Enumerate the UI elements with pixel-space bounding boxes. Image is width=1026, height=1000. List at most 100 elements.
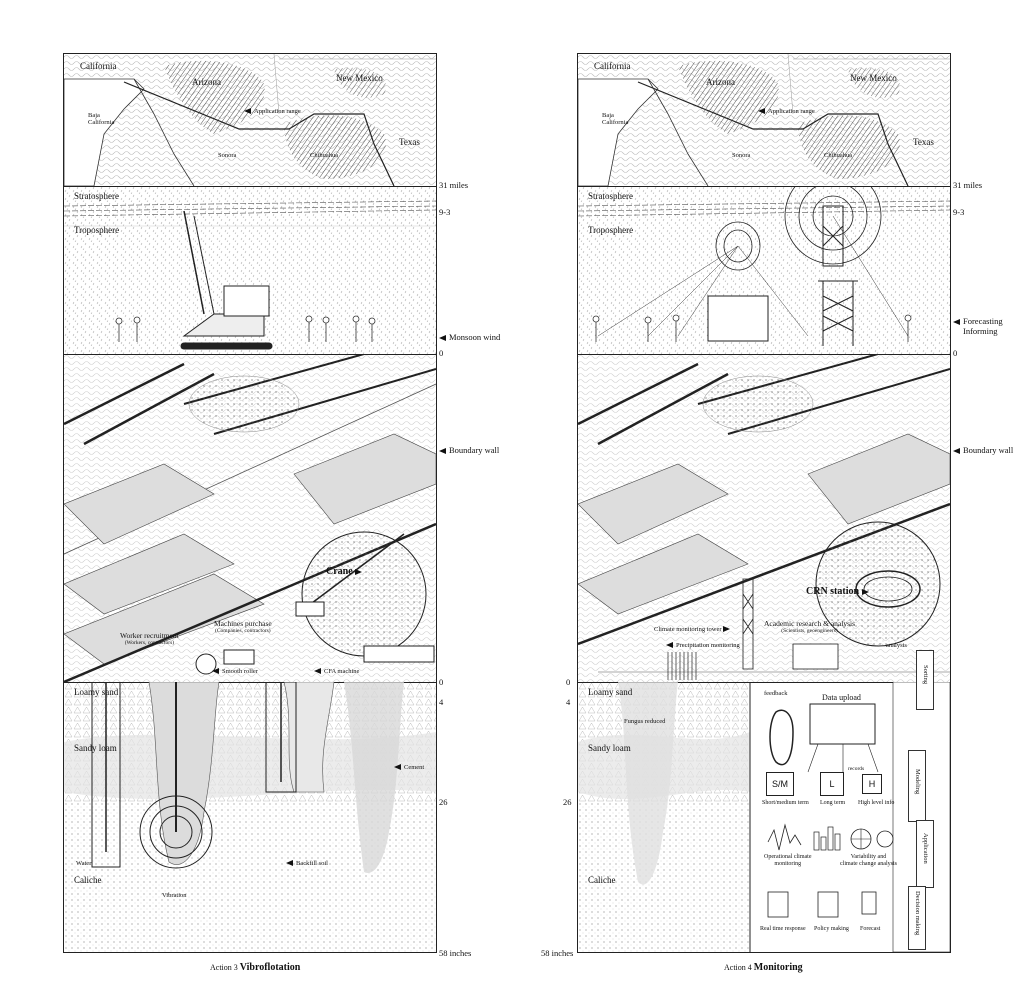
map-label-texas: Texas [399, 137, 420, 147]
arrow-icon [666, 642, 673, 648]
right-atmosphere-drawing [578, 186, 950, 354]
real-time-label: Real time response [760, 926, 806, 932]
map-label-arizona: Arizona [192, 77, 221, 87]
smooth-roller-label: Smooth roller [212, 668, 258, 675]
right-city-drawing [578, 354, 950, 682]
loamy-sand-label: Loamy sand [74, 687, 119, 697]
academic-label: Academic research & analysis(Scientists,… [764, 619, 855, 635]
left-caption: Action 3 Vibroflotation [210, 962, 301, 973]
map-label-new-mexico: New Mexico [336, 73, 383, 83]
feedback-label: feedback [764, 690, 788, 697]
right-map-label-baja: Baja California [602, 112, 629, 127]
right-scale-26: 26 [563, 797, 572, 807]
right-application-range-label: Application range [758, 108, 815, 115]
right-map-band: California Arizona New Mexico Baja Calif… [578, 54, 950, 187]
vibration-label: Vibration [162, 892, 187, 899]
decision-label: Decision making [914, 891, 921, 936]
left-scale-zero-top: 0 [439, 348, 444, 358]
crane-label: Crane [326, 566, 365, 577]
right-soil-band: Loamy sand Sandy loam Caliche Fungus red… [578, 682, 950, 952]
left-scale-26: 26 [439, 797, 448, 807]
left-panel: California Arizona New Mexico Baja Calif… [63, 53, 437, 953]
map-label-chihuahua: Chihuahua [310, 152, 339, 159]
records-label: records [848, 766, 865, 772]
right-scale-9-3: 9-3 [953, 207, 965, 217]
right-caption: Action 4 Monitoring [724, 962, 803, 973]
fungus-reduced-label: Fungus reduced [624, 718, 666, 725]
right-map-label-sonora: Sonora [732, 152, 751, 159]
left-scale-9-3: 9-3 [439, 207, 451, 217]
operational-label: Operational climate monitoring [764, 854, 812, 867]
sorting-stage: Sorting [916, 650, 934, 710]
left-scale-31-miles: 31 miles [439, 180, 469, 190]
climate-tower-label: Climate monitoring tower [654, 626, 733, 633]
arrow-icon [439, 335, 446, 341]
variability-label: Variability and climate change analysis [840, 854, 897, 867]
right-scale-58-inches: 58 inches [541, 948, 574, 958]
sandy-loam-label: Sandy loam [74, 743, 117, 753]
right-scale-zero-top: 0 [953, 348, 958, 358]
right-scale-zero-bottom: 0 [566, 677, 571, 687]
soil-band: Loamy sand Sandy loam Caliche Cement Wat… [64, 682, 436, 952]
machines-purchase-label: Machines purchase(Companies, contractors… [214, 619, 272, 635]
modeling-stage: Modeling [908, 750, 926, 822]
precip-monitoring-label: Precipitation monitoring [666, 642, 740, 649]
right-map-label-texas: Texas [913, 137, 934, 147]
right-city-band: CRN station Climate monitoring tower Pre… [578, 354, 950, 683]
left-scale-58-inches: 58 inches [439, 948, 472, 958]
decision-stage: Decision making [908, 886, 926, 950]
map-label-california: California [80, 61, 117, 71]
right-map-label-chihuahua: Chihuahua [824, 152, 853, 159]
arrow-icon [953, 448, 960, 454]
map-band: California Arizona New Mexico Baja Calif… [64, 54, 436, 187]
arrow-icon [723, 626, 731, 632]
right-caliche-label: Caliche [588, 875, 616, 885]
short-medium-label: Short/medium term [762, 800, 809, 806]
arrow-icon [355, 569, 363, 575]
atmosphere-drawing [64, 186, 436, 354]
right-scale-31-miles: 31 miles [953, 180, 983, 190]
arrow-icon [439, 448, 446, 454]
monsoon-wind-label: Monsoon wind [439, 332, 500, 342]
l-box: L [820, 772, 844, 796]
high-level-label: High level info [858, 800, 895, 806]
right-stratosphere-label: Stratosphere [588, 191, 633, 201]
arrow-icon [394, 764, 401, 770]
left-scale-four: 4 [439, 697, 444, 707]
right-loamy-sand-label: Loamy sand [588, 687, 633, 697]
arrow-icon [953, 319, 960, 325]
right-troposphere-label: Troposphere [588, 225, 634, 235]
application-range-label: Application range [244, 108, 301, 115]
application-stage: Application [916, 820, 934, 888]
stratosphere-label: Stratosphere [74, 191, 119, 201]
modeling-label: Modeling [914, 769, 921, 795]
water-label: Water [76, 860, 92, 867]
right-sandy-loam-label: Sandy loam [588, 743, 631, 753]
arrow-icon [212, 668, 219, 674]
policy-label: Policy making [814, 926, 849, 932]
arrow-icon [314, 668, 321, 674]
right-map-label-arizona: Arizona [706, 77, 735, 87]
analysis-label: analysis [886, 642, 907, 649]
right-scale-four: 4 [566, 697, 571, 707]
map-drawing [64, 54, 436, 186]
right-map-drawing [578, 54, 950, 186]
arrow-icon [286, 860, 293, 866]
right-map-label-new-mexico: New Mexico [850, 73, 897, 83]
right-map-label-california: California [594, 61, 631, 71]
cement-label: Cement [394, 764, 424, 771]
forecast-label: Forecast [860, 926, 881, 932]
arrow-icon [861, 589, 869, 595]
city-band: Crane Worker recruitment(Workers, contra… [64, 354, 436, 683]
backfill-soil-label: Backfill soil [286, 860, 328, 867]
right-boundary-wall-label: Boundary wall [953, 445, 1013, 455]
crn-station-label: CRN station [806, 586, 872, 597]
long-term-label: Long term [820, 800, 846, 806]
city-drawing [64, 354, 436, 682]
arrow-icon [758, 108, 765, 114]
application-label: Application [922, 833, 929, 864]
data-upload-label: Data upload [822, 693, 861, 702]
forecasting-label: Forecasting Informing [953, 316, 1003, 336]
sorting-label: Sorting [922, 665, 929, 685]
atmosphere-band: Stratosphere Troposphere [64, 186, 436, 355]
